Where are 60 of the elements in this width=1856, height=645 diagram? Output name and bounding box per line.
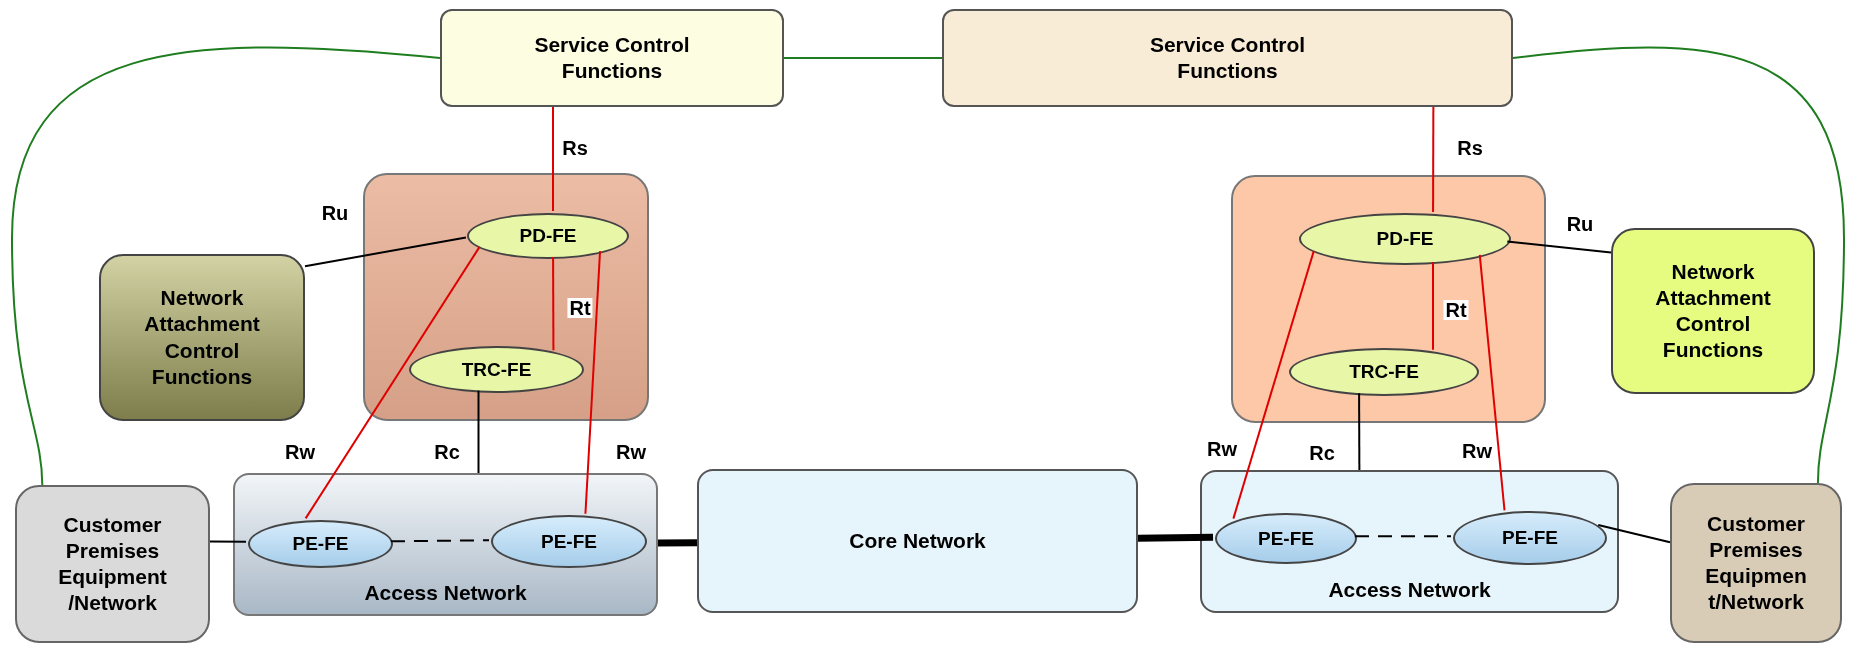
node-label: Core Network (848, 527, 987, 554)
connector-line (1358, 392, 1361, 471)
node-label: PD-FE (1375, 227, 1435, 251)
edge-label: Rs (1455, 138, 1485, 158)
node-label: Access Network (363, 579, 528, 606)
node-label: Network Attachment Control Functions (1654, 258, 1772, 364)
function-box (1611, 228, 1815, 394)
edge-label: Rc (1307, 443, 1337, 463)
connector-line (1137, 533, 1214, 542)
function-box (99, 254, 305, 421)
node-label: PD-FE (518, 224, 578, 248)
connector-line (1597, 523, 1671, 544)
network-box (697, 469, 1138, 613)
connector-line (584, 250, 602, 515)
node-label: Network Attachment Control Functions (143, 285, 261, 390)
node-label: Customer Premises Equipmen t/Network (1704, 510, 1808, 616)
connector-line (209, 540, 247, 543)
function-ellipse (409, 346, 584, 393)
node-label: TRC-FE (460, 357, 533, 382)
connector-line (304, 236, 467, 268)
equipment-box (1670, 483, 1842, 643)
node-label: Service Control Functions (533, 31, 691, 84)
connector-line (1354, 535, 1452, 538)
node-label: Service Control Functions (1148, 31, 1307, 84)
equipment-box (15, 485, 210, 643)
node-label: TRC-FE (1348, 360, 1420, 384)
node-label: PE-FE (1257, 526, 1315, 551)
connector-line (552, 106, 554, 213)
edge-label: Rc (432, 442, 462, 462)
node-label: Customer Premises Equipment /Network (57, 511, 168, 617)
connector-line (552, 255, 555, 352)
control-group-box (1231, 175, 1546, 423)
edge-label: Rw (1205, 439, 1239, 459)
control-group-box (363, 173, 649, 421)
connector-line (477, 389, 480, 474)
connector-line (1232, 250, 1315, 520)
function-box (942, 9, 1513, 107)
connector-line (783, 57, 943, 59)
function-box (440, 9, 784, 107)
edge-label: Rs (560, 138, 590, 158)
connector-line (1478, 253, 1506, 512)
node-label: PE-FE (540, 529, 598, 554)
connector-line (657, 539, 698, 547)
node-label: Access Network (1327, 576, 1492, 603)
connector-line (1512, 46, 1845, 484)
connector-line (1432, 260, 1434, 351)
network-box (233, 473, 658, 616)
connector-line (11, 46, 441, 486)
network-box (1200, 470, 1619, 613)
edge-label: Rw (614, 442, 648, 462)
edge-label: Rw (283, 442, 317, 462)
edge-label: Rw (1460, 441, 1494, 461)
connector-line (1432, 106, 1435, 214)
connector-line (304, 246, 481, 520)
node-label: PE-FE (291, 532, 350, 556)
connector-line (1506, 240, 1612, 254)
connector-line (389, 539, 491, 543)
node-label: PE-FE (1501, 526, 1559, 550)
edge-label: Rt (567, 298, 593, 318)
edge-label: Rt (1443, 300, 1469, 320)
